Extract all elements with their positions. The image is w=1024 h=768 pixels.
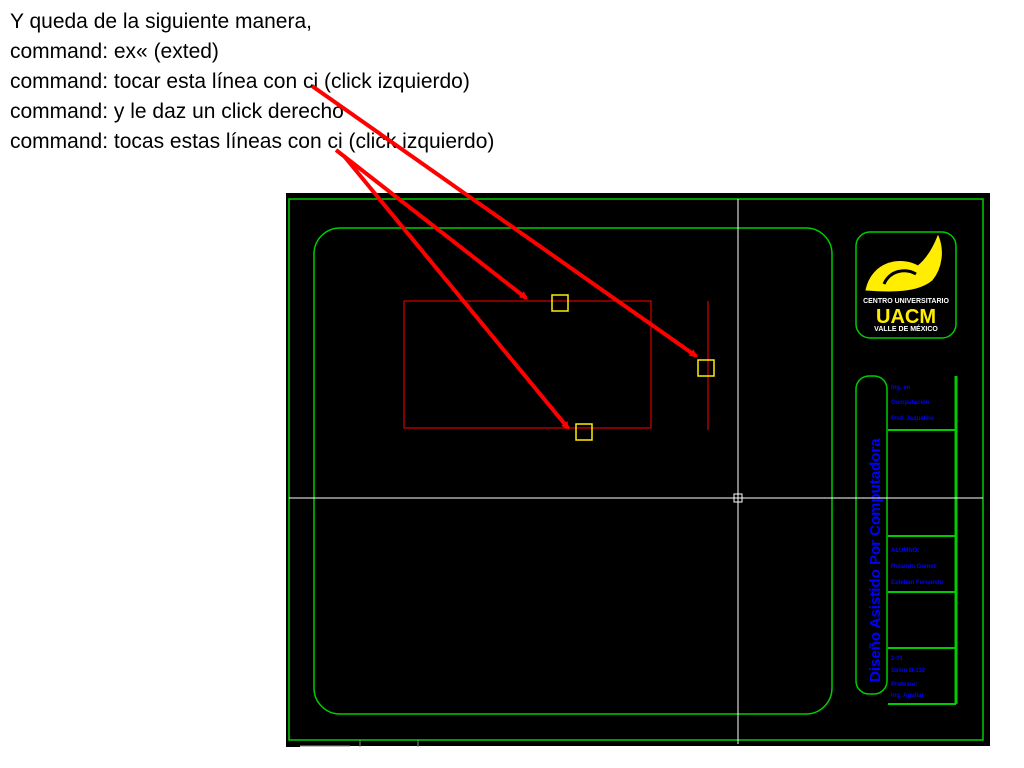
cad-drawing-area[interactable]	[286, 193, 990, 746]
instruction-line-3: command: tocar esta línea con ci (click …	[10, 70, 470, 93]
instruction-line-1: Y queda de la siguiente manera,	[10, 10, 312, 33]
instruction-line-2: command: ex« (exted)	[10, 40, 219, 63]
instruction-text: Y queda de la siguiente manera, command:…	[10, 7, 494, 157]
instruction-line-4: command: y le daz un click derecho	[10, 100, 344, 123]
instruction-line-5: command: tocas estas líneas con ci (clic…	[10, 130, 495, 153]
